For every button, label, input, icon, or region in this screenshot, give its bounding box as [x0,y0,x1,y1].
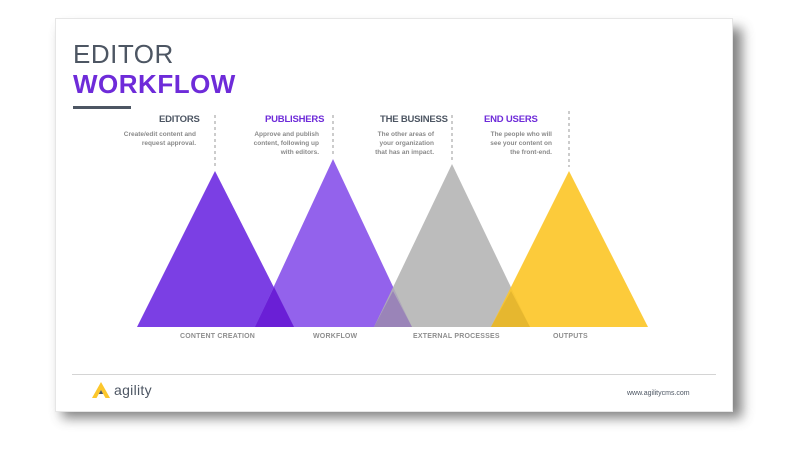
agility-logo-icon [92,382,110,398]
triangle-overlap [491,291,530,327]
triangle-content-creation [137,171,294,327]
role-desc-end-users: The people who will see your content on … [490,130,552,157]
slide-title-line2: WORKFLOW [73,69,236,99]
stage-label-workflow: WORKFLOW [313,333,358,340]
role-desc-line: request approval. [141,140,196,147]
slide-title-line1: EDITOR [73,39,174,69]
triangle-overlap [374,291,412,327]
role-desc-line: that has an impact. [375,149,434,156]
role-title-publishers: PUBLISHERS [265,114,325,125]
triangle-external-processes [374,164,530,327]
role-desc-line: your organization [379,140,434,147]
footer-url[interactable]: www.agilitycms.com [627,390,690,397]
role-desc-line: The other areas of [377,131,434,138]
stage-label-outputs: OUTPUTS [553,333,588,340]
title-underline [73,106,131,109]
slide: EDITOR WORKFLOW EDITORS Create/edit cont… [55,18,733,412]
stage-label-external-processes: EXTERNAL PROCESSES [413,333,500,340]
role-title-end-users: END USERS [484,114,538,125]
role-desc-line: Approve and publish [254,131,319,138]
role-desc-line: with editors. [280,149,319,156]
role-desc-line: the front-end. [510,149,552,156]
role-desc-publishers: Approve and publish content, following u… [254,130,319,157]
role-desc-editors: Create/edit content and request approval… [124,130,196,148]
stage-label-content-creation: CONTENT CREATION [180,333,256,340]
role-desc-line: see your content on [490,140,552,147]
role-title-the-business: THE BUSINESS [380,114,448,125]
triangle-overlap [255,287,294,327]
logo-text: agility [114,382,152,398]
role-title-editors: EDITORS [159,114,200,125]
triangle-workflow [255,159,412,327]
role-desc-line: The people who will [490,131,552,138]
workflow-diagram [137,111,648,327]
agility-logo[interactable]: agility [92,382,152,398]
role-desc-line: content, following up [253,140,319,147]
role-desc-line: Create/edit content and [123,131,196,138]
footer-divider [72,374,716,375]
triangle-outputs [491,171,648,327]
role-desc-the-business: The other areas of your organization tha… [375,130,434,157]
